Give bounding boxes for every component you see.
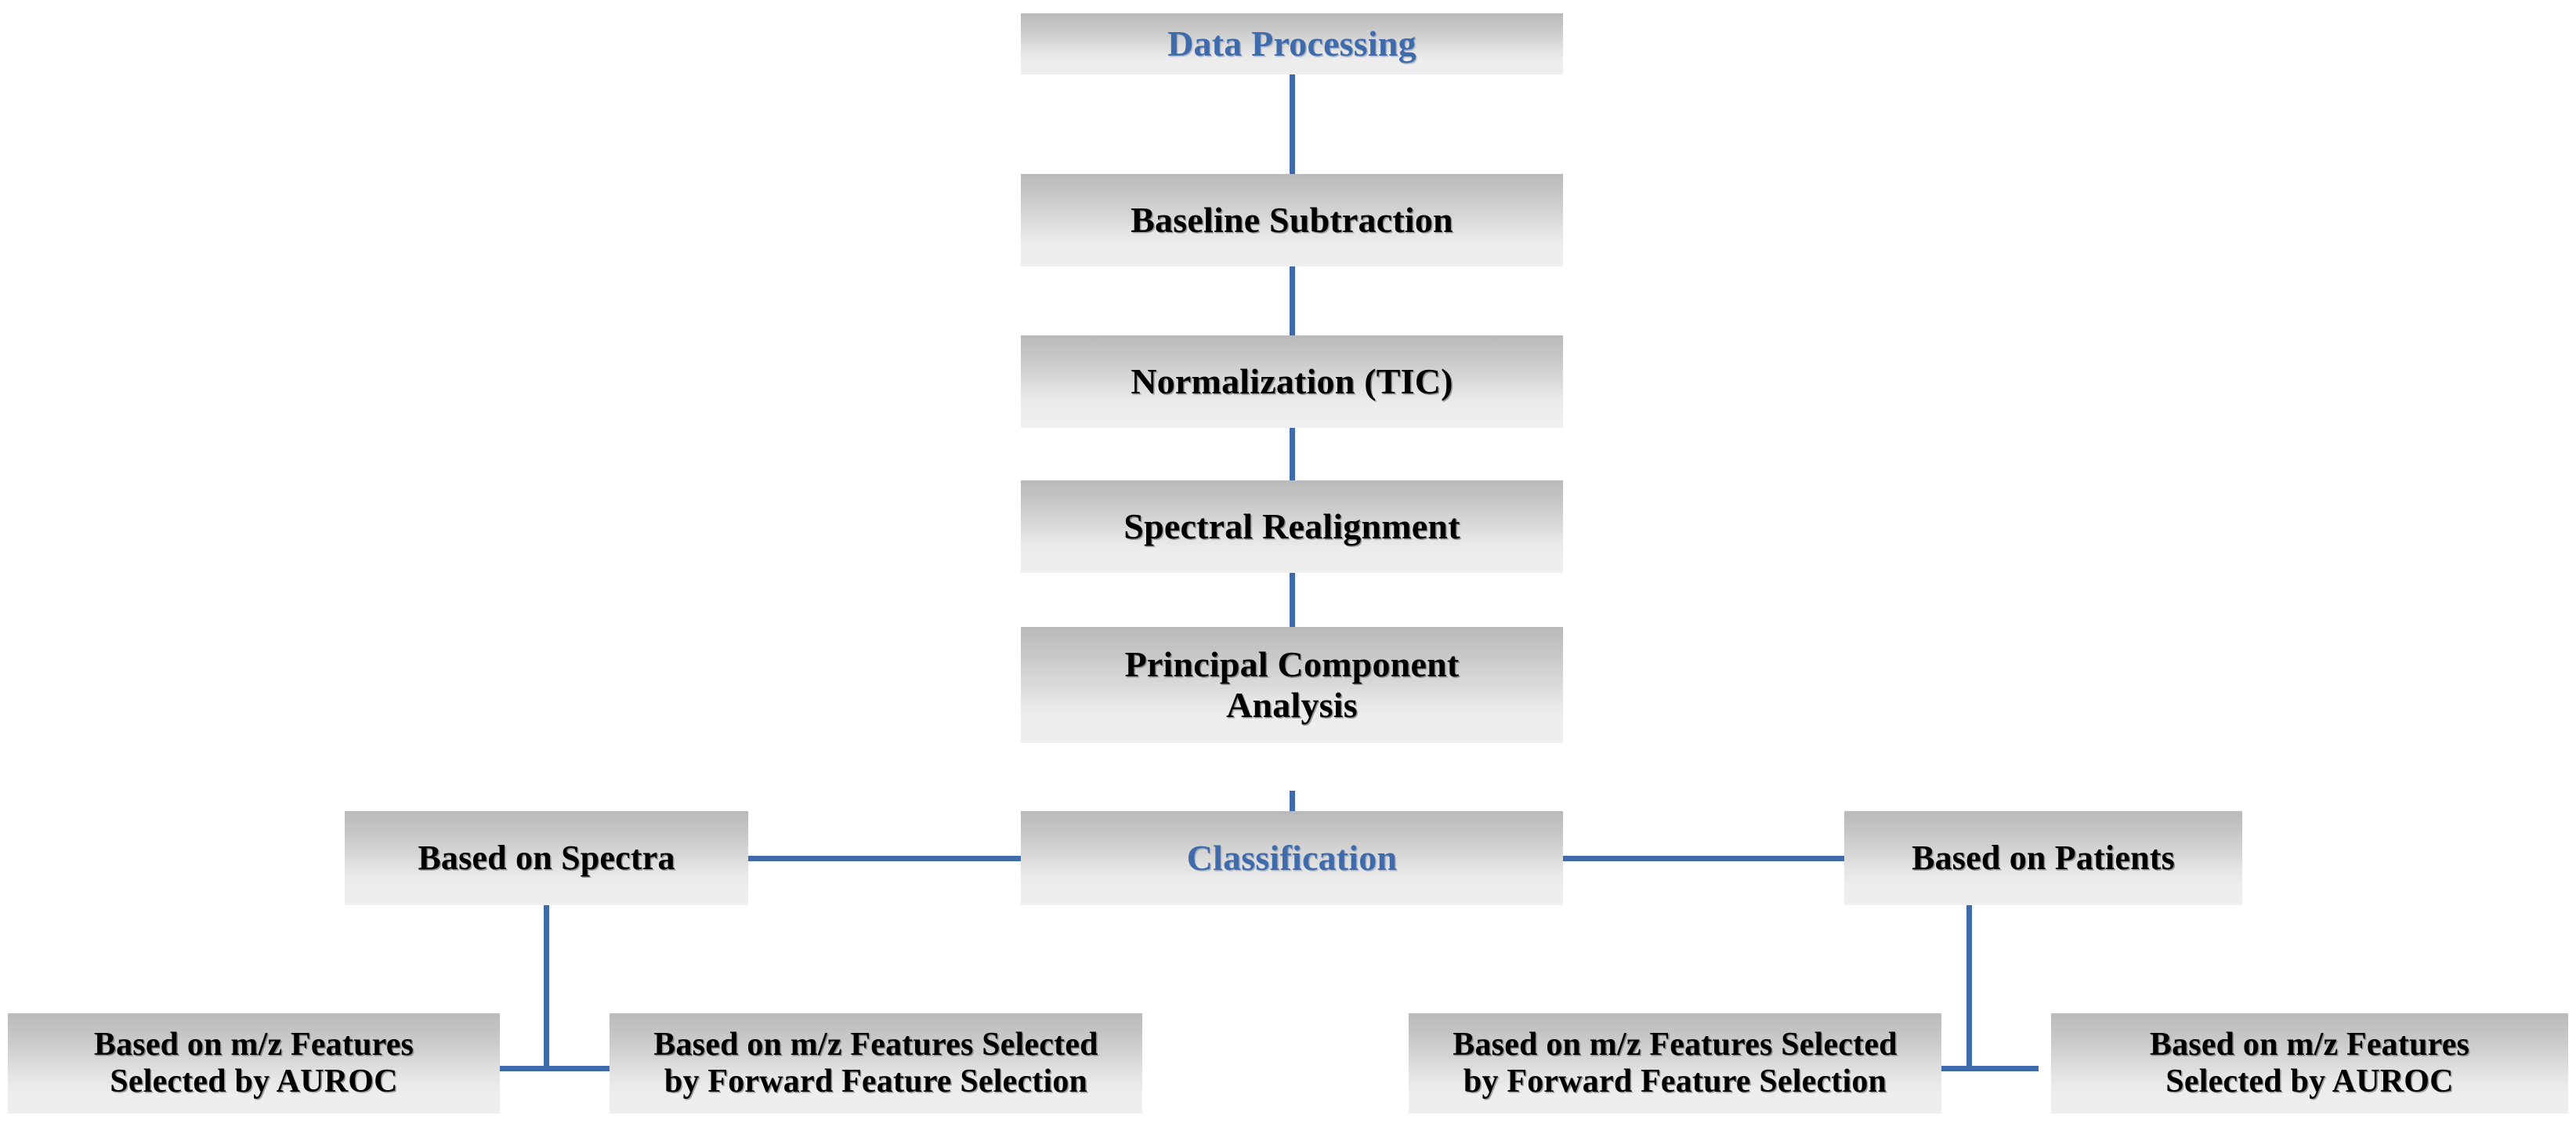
node-spectra-forward-feature-selection[interactable]: Based on m/z Features Selected by Forwar…: [610, 1013, 1142, 1114]
node-normalization-tic-label: Normalization (TIC): [1131, 361, 1453, 402]
node-data-processing[interactable]: Data Processing: [1021, 13, 1563, 74]
node-spectra-auroc[interactable]: Based on m/z Features Selected by AUROC: [8, 1013, 500, 1114]
connector-patients-children-bar: [1905, 1066, 2039, 1071]
connector-patients-stem: [1966, 903, 1972, 1071]
node-spectra-auroc-label: Based on m/z Features Selected by AUROC: [93, 1026, 414, 1100]
connector-classification-to-patients: [1550, 856, 1849, 861]
node-normalization-tic[interactable]: Normalization (TIC): [1021, 335, 1563, 428]
connector-baseline-to-normalization: [1290, 263, 1295, 339]
node-patients-auroc-label: Based on m/z Features Selected by AUROC: [2149, 1026, 2470, 1100]
connector-normalization-to-realignment: [1290, 424, 1295, 484]
node-patients-forward-feature-selection[interactable]: Based on m/z Features Selected by Forwar…: [1409, 1013, 1941, 1114]
node-patients-forward-feature-selection-label: Based on m/z Features Selected by Forwar…: [1453, 1026, 1898, 1100]
node-patients-auroc[interactable]: Based on m/z Features Selected by AUROC: [2051, 1013, 2568, 1114]
node-classification-label: Classification: [1186, 838, 1398, 879]
connector-data-processing-to-baseline: [1290, 72, 1295, 177]
connector-spectra-stem: [544, 903, 549, 1071]
node-spectra-forward-feature-selection-label: Based on m/z Features Selected by Forwar…: [653, 1026, 1098, 1100]
node-based-on-spectra-label: Based on Spectra: [418, 839, 675, 878]
connector-spectra-children-bar: [483, 1066, 616, 1071]
node-principal-component-analysis[interactable]: Principal Component Analysis: [1021, 627, 1563, 743]
node-based-on-patients-label: Based on Patients: [1912, 839, 2175, 878]
node-baseline-subtraction-label: Baseline Subtraction: [1131, 200, 1453, 241]
node-based-on-spectra[interactable]: Based on Spectra: [345, 811, 748, 905]
node-data-processing-label: Data Processing: [1167, 24, 1416, 64]
node-classification[interactable]: Classification: [1021, 811, 1563, 905]
node-spectral-realignment-label: Spectral Realignment: [1123, 506, 1460, 547]
connector-realignment-to-pca: [1290, 569, 1295, 630]
connector-classification-to-spectra: [744, 856, 1026, 861]
node-based-on-patients[interactable]: Based on Patients: [1844, 811, 2242, 905]
node-baseline-subtraction[interactable]: Baseline Subtraction: [1021, 174, 1563, 266]
node-spectral-realignment[interactable]: Spectral Realignment: [1021, 480, 1563, 573]
node-principal-component-analysis-label: Principal Component Analysis: [1124, 644, 1460, 725]
connector-pca-to-classification: [1290, 791, 1295, 814]
